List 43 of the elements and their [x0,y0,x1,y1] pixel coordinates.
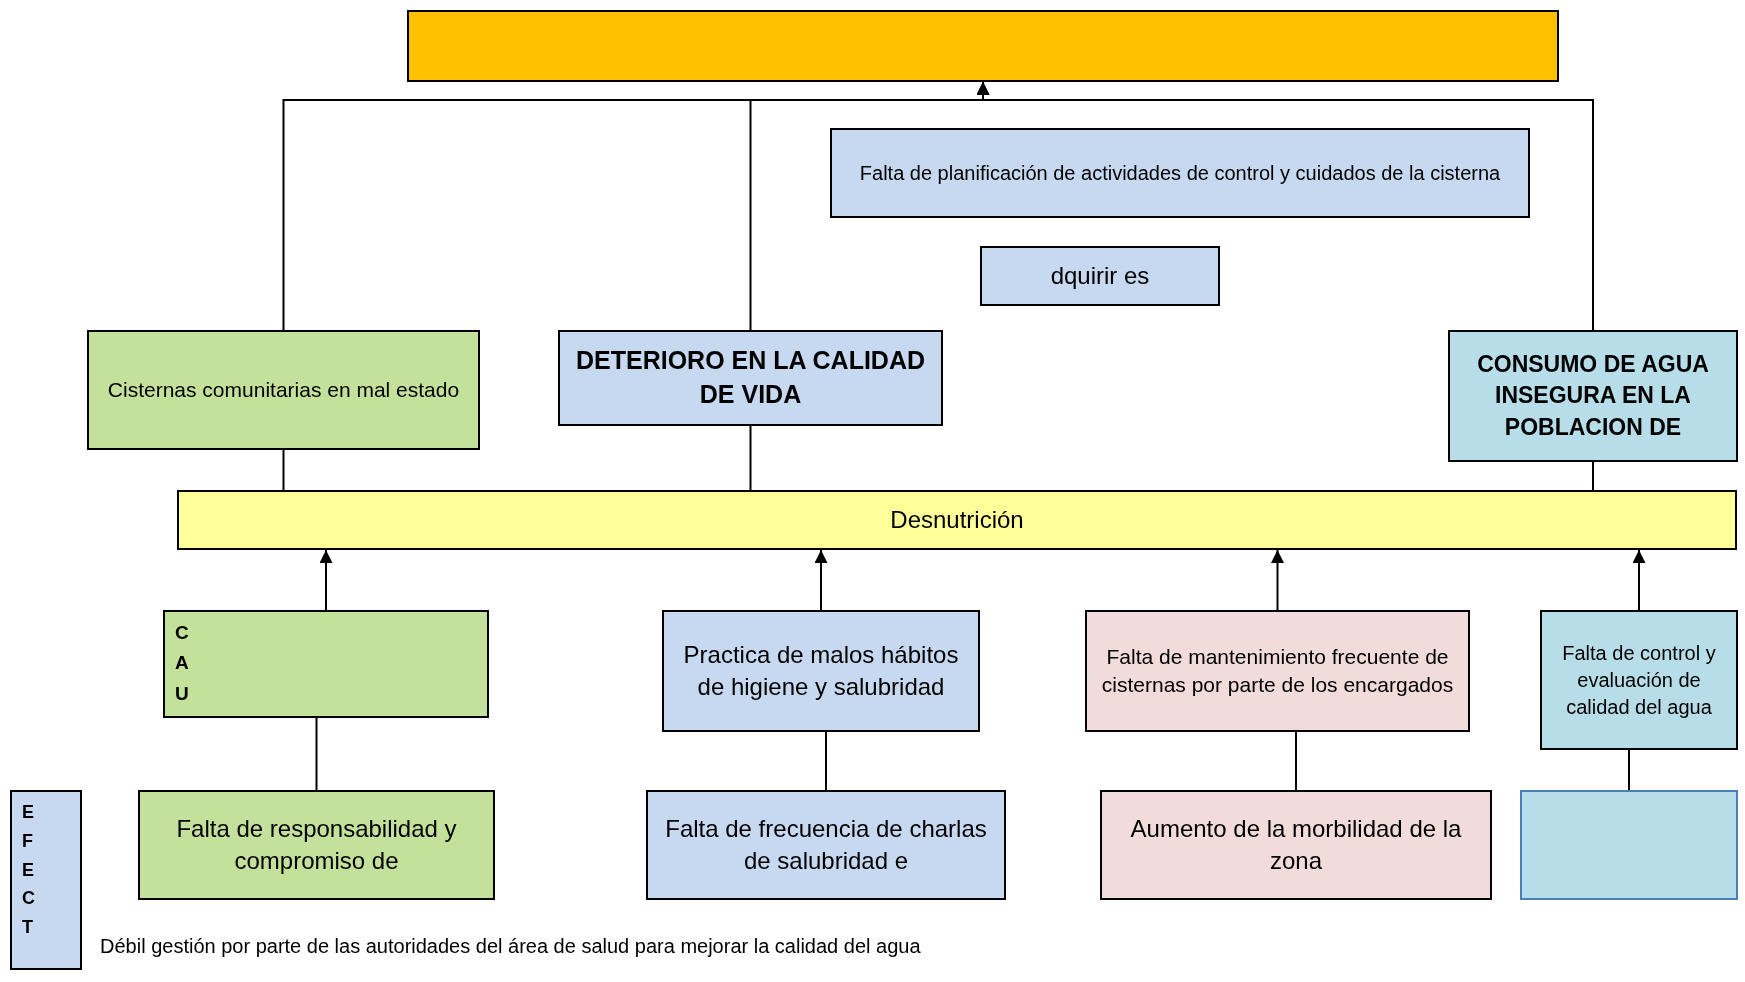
cause-box [646,790,1006,900]
cause-box [1085,610,1470,732]
side-label-box [10,790,82,970]
cause-box [1540,610,1738,750]
box-text: dquirir es [1050,260,1150,291]
connector-line [1592,461,1594,491]
arrow [319,549,333,611]
effect-box [1448,330,1738,462]
note-text: Débil gestión por parte de las autoridades del área de salud para mejorar la calidad del agua [100,935,921,958]
cause-box [830,128,1530,218]
connector-line [1295,731,1297,791]
cause-box [163,610,489,718]
vertical-label: CAU [175,621,190,706]
problem-bar [177,490,1737,550]
arrow [814,549,828,611]
cause-box [980,246,1220,306]
box-text: Practica de malos hábitos de higiene y salubridad [682,639,960,702]
connector-line [315,717,318,791]
banner-box [407,10,1559,82]
effect-box [558,330,943,426]
cause-box [662,610,980,732]
arrow [1632,549,1646,611]
cause-box [138,790,495,900]
vertical-label: EFECT [22,801,36,940]
connector-line [282,449,285,491]
box-text: Falta de mantenimiento frecuente de cisternas por parte de los encargados [1100,643,1455,698]
effect-box [87,330,480,450]
box-text: Falta de control y evaluación de calidad del agua [1561,640,1717,720]
blank-box [1520,790,1738,900]
connector-line [825,731,827,791]
connector-line [749,425,752,491]
arrow [1271,549,1284,611]
box-text: Cisternas comunitarias en mal estado [107,376,460,403]
box-text: DETERIORO EN LA CALIDAD DE VIDA [574,345,927,410]
cause-box [1100,790,1492,900]
box-text: Desnutrición [890,504,1024,535]
box-text: Falta de responsabilidad y compromiso de [175,813,458,876]
connector-line [1628,749,1630,791]
box-text: Aumento de la morbilidad de la zona [1129,813,1463,876]
box-text: Falta de frecuencia de charlas de salubridad e [664,813,988,876]
box-text: CONSUMO DE AGUA INSEGURA EN LA POBLACION DE [1476,350,1710,442]
arrow [976,81,1594,331]
box-text: Falta de planificación de actividades de control y cuidados de la cisterna [859,160,1501,186]
